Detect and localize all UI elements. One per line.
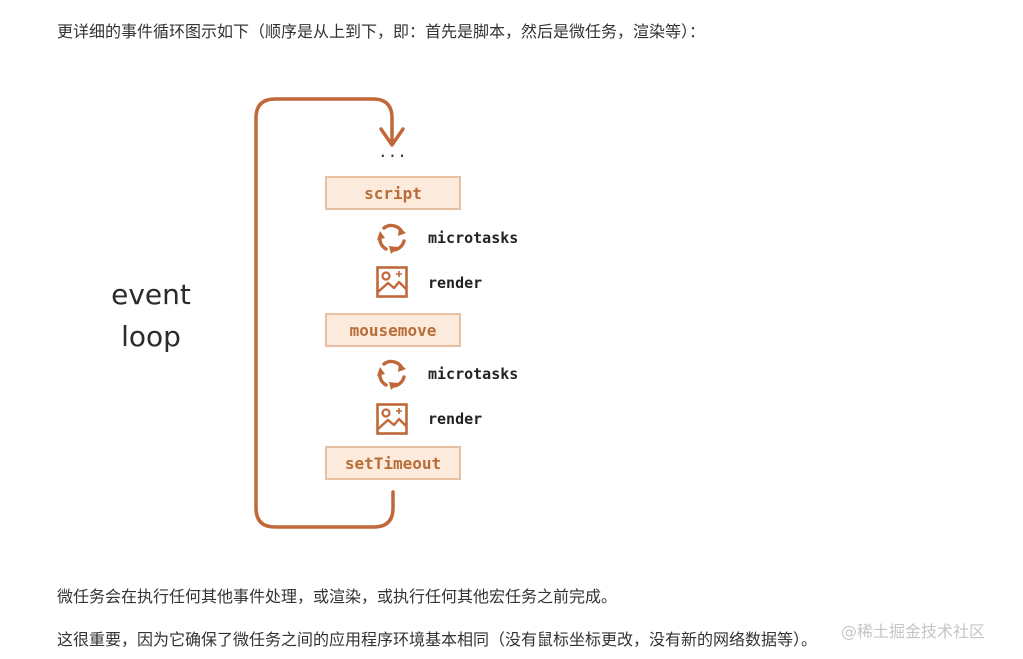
event-loop-label-line1: event xyxy=(111,278,191,311)
task-box-script: script xyxy=(325,176,461,210)
microtasks-label: microtasks xyxy=(428,229,519,247)
paragraph-importance: 这很重要，因为它确保了微任务之间的应用程序环境基本相同（没有鼠标坐标更改，没有新… xyxy=(57,630,818,649)
microtasks-label: microtasks xyxy=(428,365,519,383)
event-loop-label-line2: loop xyxy=(121,320,181,353)
image-icon xyxy=(376,403,408,435)
loop-arrow xyxy=(254,97,395,529)
render-label: render xyxy=(428,274,483,292)
intro-paragraph: 更详细的事件循环图示如下（顺序是从上到下，即：首先是脚本，然后是微任务，渲染等）… xyxy=(57,22,706,41)
loop-arrowhead xyxy=(379,127,405,147)
task-box-mousemove: mousemove xyxy=(325,313,461,347)
image-icon xyxy=(376,266,408,298)
cycle-arrows-icon xyxy=(377,359,406,390)
task-box-settimeout: setTimeout xyxy=(325,446,461,480)
cycle-arrows-icon xyxy=(377,223,406,254)
paragraph-microtask-order: 微任务会在执行任何其他事件处理，或渲染，或执行任何其他宏任务之前完成。 xyxy=(57,587,618,606)
render-label: render xyxy=(428,410,483,428)
watermark: @稀土掘金技术社区 xyxy=(841,622,986,641)
ellipsis: ... xyxy=(378,142,407,161)
